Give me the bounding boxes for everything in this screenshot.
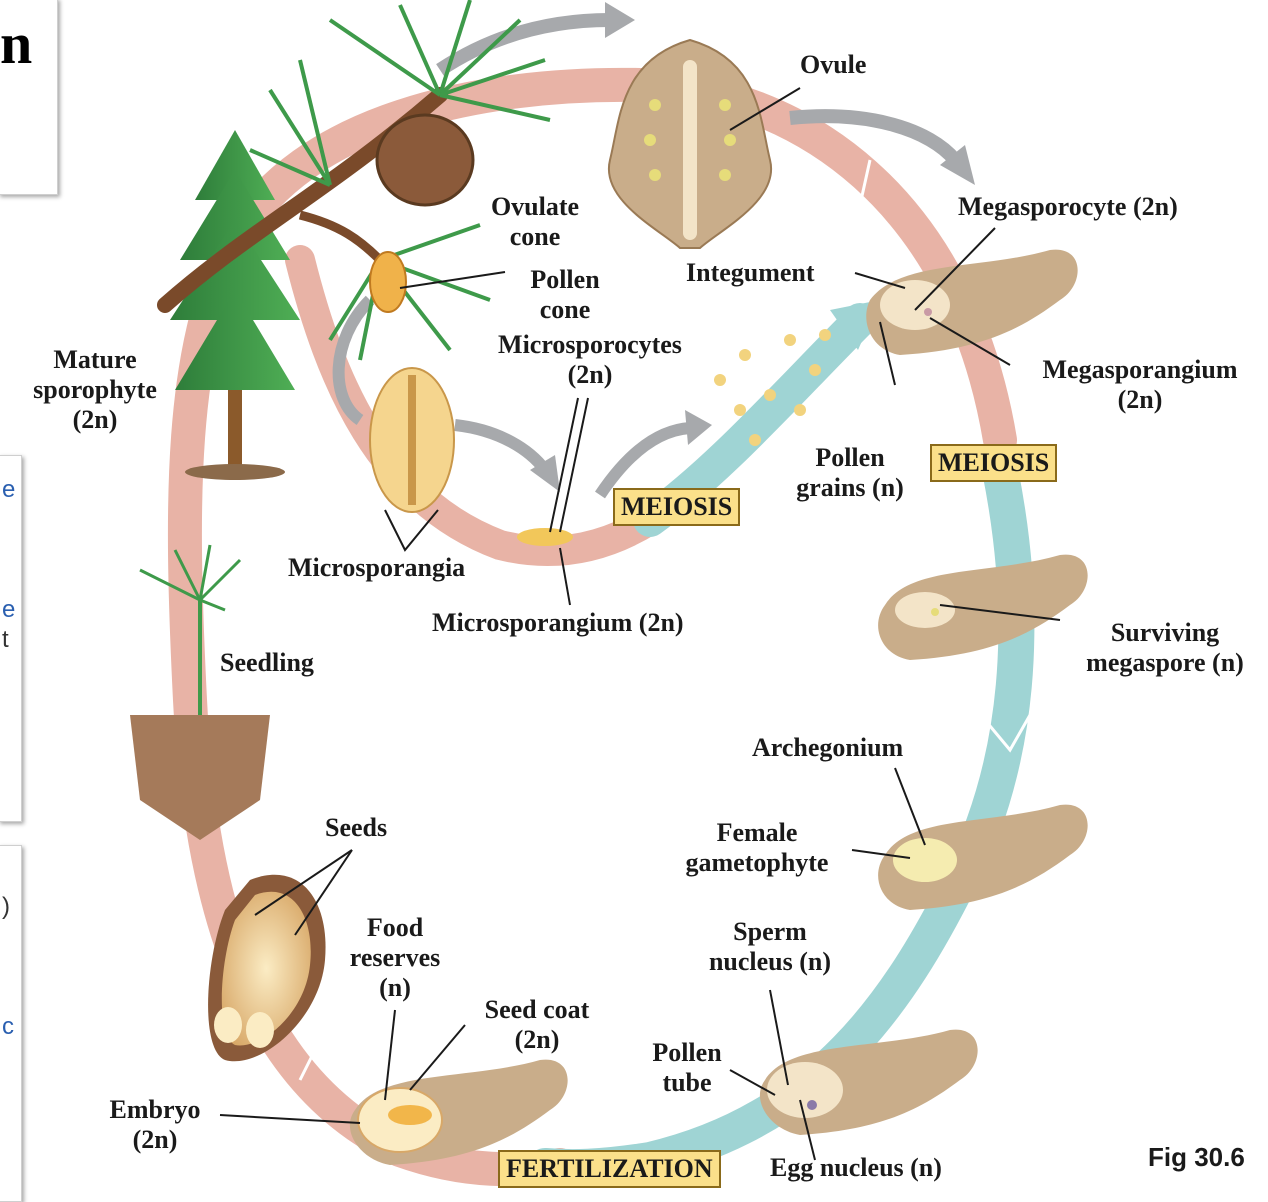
label-seedling: Seedling (220, 648, 314, 677)
grey-arrow-top (436, 13, 611, 76)
meiosis-label-center: MEIOSIS (613, 488, 741, 526)
ovulate-cone-illustration (375, 113, 475, 207)
leader-lines (219, 87, 1061, 1161)
label-microsporangia: Microsporangia (288, 553, 466, 582)
label-egg-nucleus: Egg nucleus (n) (770, 1153, 942, 1182)
grey-arrowhead (685, 410, 712, 445)
pollen-cone-section (369, 367, 573, 546)
band-chevron (298, 1036, 342, 1081)
label-archegonium: Archegonium (752, 733, 904, 762)
pollen-grains-illustration (714, 329, 831, 446)
grey-arrowhead (940, 145, 975, 185)
label-seed-coat: Seed coat(2n) (484, 995, 590, 1054)
meiosis-label-right: MEIOSIS (930, 444, 1058, 482)
band-chevron (983, 714, 1032, 753)
label-integument: Integument (686, 258, 815, 287)
panel-fragment: e (2, 476, 16, 503)
label-embryo: Embryo(2n) (109, 1095, 201, 1154)
grey-arrow-micro (454, 419, 550, 474)
grey-arrowhead (605, 2, 635, 38)
fertilization-label: FERTILIZATION (498, 1150, 721, 1188)
embryo-illustration (349, 1059, 568, 1165)
label-ovule: Ovule (800, 50, 867, 79)
seed-illustration (208, 874, 326, 1062)
grey-arrow-pollen (595, 422, 691, 499)
band-chevron (828, 159, 872, 208)
title-fragment: n (0, 11, 33, 76)
ovulate-cone-section (607, 38, 773, 249)
ovule-illustration-1 (866, 249, 1078, 355)
figure-label: Fig 30.6 (1148, 1142, 1245, 1172)
panel-fragment: ) (2, 893, 10, 920)
label-seeds: Seeds (325, 813, 388, 842)
fertilization-illustration (759, 1029, 978, 1135)
label-microsporangium: Microsporangium (2n) (432, 608, 684, 637)
left-side-panel-1 (0, 455, 22, 822)
pollen-loop-band (285, 245, 665, 566)
label-megasporocyte: Megasporocyte (2n) (958, 192, 1178, 221)
pollen-cone-illustration (369, 251, 407, 313)
panel-fragment: t (2, 626, 9, 653)
archegonium-illustration (878, 804, 1088, 910)
seedling-illustration (130, 544, 270, 840)
grey-arrow-ovule (789, 109, 961, 165)
grey-arrowhead (530, 455, 560, 492)
diploid-cycle-band (167, 67, 1017, 1187)
panel-fragment: c (2, 1013, 14, 1040)
left-title-panel (0, 0, 58, 195)
surviving-megaspore-illustration (878, 554, 1088, 660)
label-microsporocytes: Microsporocytes(2n) (498, 330, 682, 389)
panel-fragment: e (2, 596, 16, 623)
label-megasporangium: Megasporangium(2n) (1042, 355, 1238, 414)
grey-arrow-cone (332, 295, 375, 425)
